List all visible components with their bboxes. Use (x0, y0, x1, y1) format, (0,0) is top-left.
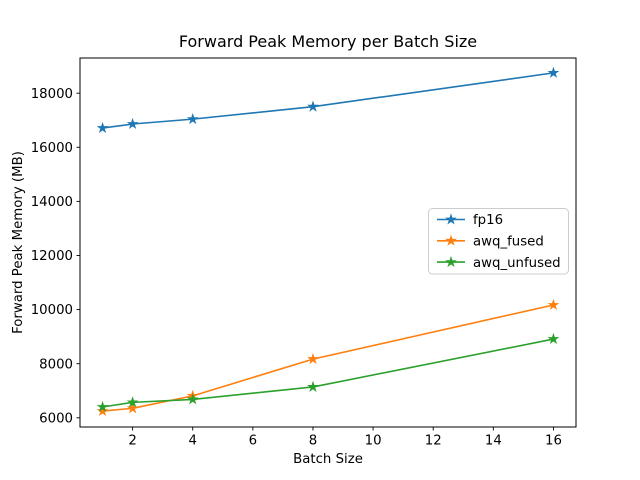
data-point-fp16 (547, 66, 560, 78)
data-point-awq_unfused (307, 380, 319, 392)
data-point-awq_fused (547, 298, 560, 311)
x-axis-label: Batch Size (293, 452, 363, 467)
y-tick-label: 10000 (31, 303, 73, 318)
y-tick-label: 16000 (31, 141, 73, 156)
data-point-awq_unfused (126, 396, 139, 408)
y-axis-label: Forward Peak Memory (MB) (11, 151, 26, 334)
legend-marker-awq_fused (445, 234, 457, 246)
legend-label-fp16: fp16 (473, 213, 503, 228)
data-point-fp16 (186, 112, 199, 125)
data-point-awq_unfused (547, 332, 560, 345)
x-tick-label: 10 (365, 434, 382, 449)
data-point-fp16 (96, 121, 109, 134)
legend-label-awq_fused: awq_fused (473, 235, 544, 250)
legend: fp16 awq_fused awq_unfused (428, 208, 569, 275)
chart-title: Forward Peak Memory per Batch Size (179, 32, 477, 51)
x-tick-label: 4 (188, 434, 196, 449)
legend-marker-fp16 (445, 213, 457, 225)
x-tick-label: 12 (425, 434, 442, 449)
x-axis-ticks: 2 4 6 8 10 12 14 16 (128, 427, 562, 449)
y-tick-label: 8000 (39, 357, 73, 372)
data-point-awq_unfused (96, 400, 109, 413)
y-tick-label: 18000 (31, 87, 73, 102)
x-tick-label: 6 (249, 434, 257, 449)
x-tick-label: 8 (309, 434, 317, 449)
y-tick-label: 14000 (31, 195, 73, 210)
data-point-awq_fused (96, 404, 109, 417)
y-axis-ticks: 6000 8000 10000 12000 14000 16000 18000 (31, 87, 80, 426)
x-tick-label: 16 (545, 434, 562, 449)
data-point-awq_fused (307, 352, 319, 365)
x-tick-label: 14 (485, 434, 502, 449)
y-tick-label: 6000 (39, 411, 73, 426)
data-series (96, 66, 560, 417)
data-point-awq_fused (126, 402, 139, 414)
y-tick-label: 12000 (31, 249, 73, 264)
legend-marker-awq_unfused (445, 255, 457, 268)
data-point-fp16 (307, 100, 319, 112)
data-point-fp16 (126, 117, 139, 130)
legend-label-awq_unfused: awq_unfused (473, 256, 561, 271)
data-point-awq_unfused (186, 393, 199, 405)
x-tick-label: 2 (128, 434, 136, 449)
legend-box (428, 208, 569, 275)
